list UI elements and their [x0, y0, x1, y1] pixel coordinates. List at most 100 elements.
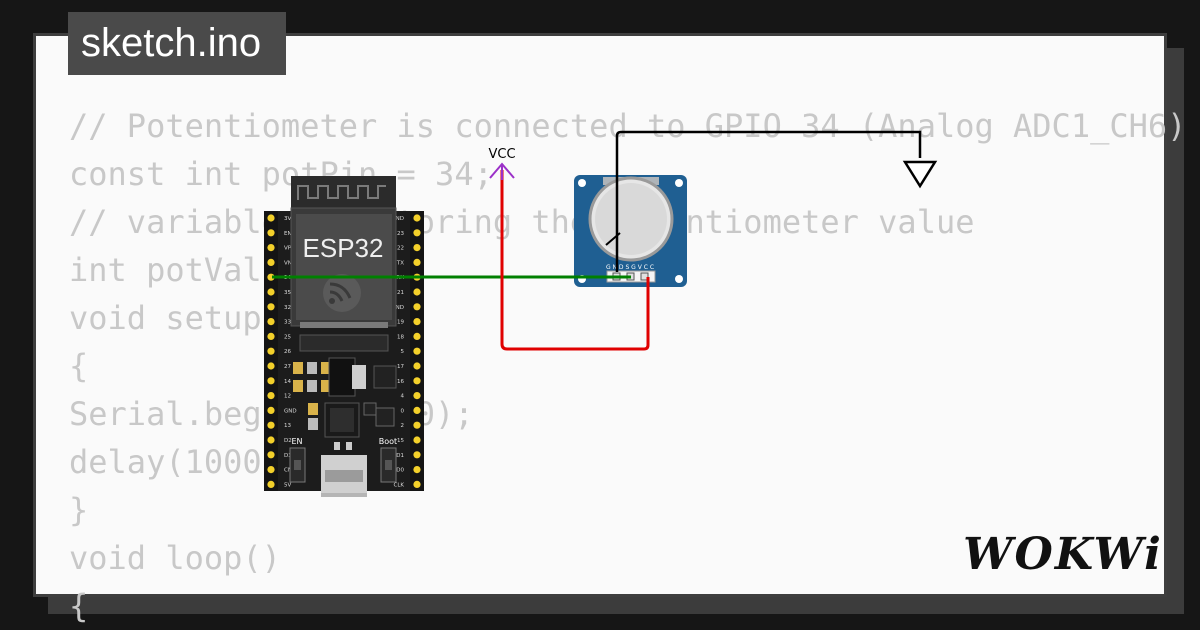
right-pin-label: TX: [396, 260, 404, 266]
vcc-label: VCC: [488, 147, 515, 162]
left-pin-label: 12: [284, 394, 291, 400]
right-pin-label: 17: [397, 364, 404, 370]
right-pin[interactable]: [413, 318, 421, 326]
left-pin[interactable]: [267, 332, 275, 340]
left-pin-label: 25: [284, 334, 291, 340]
espressif-logo: [323, 274, 361, 312]
right-pin[interactable]: [413, 451, 421, 459]
left-pin[interactable]: [267, 229, 275, 237]
right-pin-label: 15: [397, 438, 404, 444]
left-pin-label: 14: [284, 379, 291, 385]
left-pin-label: 35: [284, 290, 291, 296]
left-pin[interactable]: [267, 288, 275, 296]
left-pin-label: 3V3: [284, 216, 295, 222]
left-pin[interactable]: [267, 466, 275, 474]
right-pin-label: 22: [397, 246, 404, 252]
left-pin[interactable]: [267, 347, 275, 355]
right-pin-label: 0: [401, 408, 405, 414]
right-pin[interactable]: [413, 214, 421, 222]
left-pin[interactable]: [267, 480, 275, 488]
left-pin[interactable]: [267, 214, 275, 222]
right-pin-label: 21: [397, 290, 404, 296]
right-pin[interactable]: [413, 303, 421, 311]
right-pin-label: 19: [397, 320, 404, 326]
left-pin[interactable]: [267, 273, 275, 281]
wire-gnd[interactable]: [615, 130, 922, 272]
right-pin[interactable]: [413, 258, 421, 266]
right-pin[interactable]: [413, 392, 421, 400]
code-line: const int potPin = 34;: [69, 155, 493, 193]
right-pin-label: GND: [391, 305, 404, 311]
boot-label: Boot: [379, 437, 397, 446]
board-components: [293, 357, 397, 450]
esp32-board[interactable]: 3V3ENVPVN343532332526271412GND13D2D3CMD5…: [264, 176, 424, 497]
left-pin-label: VN: [284, 260, 292, 266]
left-pin[interactable]: [267, 303, 275, 311]
usb-connector: [321, 455, 367, 497]
left-pin[interactable]: [267, 258, 275, 266]
en-label: EN: [291, 437, 302, 446]
right-pin[interactable]: [413, 377, 421, 385]
right-pin-label: D1: [396, 453, 404, 459]
right-pin-label: 16: [397, 379, 404, 385]
code-line: void loop(): [69, 539, 281, 577]
vcc-symbol-icon: [489, 162, 515, 180]
left-pin-label: 33: [284, 320, 291, 326]
right-pin[interactable]: [413, 421, 421, 429]
file-tab-label: sketch.ino: [81, 21, 262, 65]
right-pin[interactable]: [413, 229, 421, 237]
right-pin[interactable]: [413, 480, 421, 488]
left-pin-label: 5V: [284, 482, 291, 488]
left-pin[interactable]: [267, 421, 275, 429]
left-pin[interactable]: [267, 318, 275, 326]
en-button[interactable]: [289, 447, 306, 483]
code-line: {: [69, 347, 89, 385]
right-pin[interactable]: [413, 466, 421, 474]
code-line: delay(1000);: [69, 443, 301, 481]
wire-vcc[interactable]: [500, 170, 650, 351]
left-pin-label: D2: [284, 438, 292, 444]
right-pin-label: 18: [397, 334, 404, 340]
left-pin-label: 27: [284, 364, 291, 370]
right-pin-label: 23: [397, 231, 404, 237]
right-pin-label: GND: [391, 216, 404, 222]
left-pin[interactable]: [267, 392, 275, 400]
right-pin-label: D0: [396, 468, 404, 474]
left-pin[interactable]: [267, 451, 275, 459]
code-line: }: [69, 491, 89, 529]
left-pin-label: EN: [284, 231, 292, 237]
right-pin[interactable]: [413, 244, 421, 252]
left-pin[interactable]: [267, 244, 275, 252]
right-pin[interactable]: [413, 347, 421, 355]
right-pin-label: 2: [401, 423, 405, 429]
castellation-pads: [299, 322, 389, 352]
right-pin[interactable]: [413, 332, 421, 340]
left-pin-label: GND: [284, 408, 297, 414]
esp32-label: ESP32: [303, 233, 384, 263]
left-pin[interactable]: [267, 362, 275, 370]
left-pin[interactable]: [267, 406, 275, 414]
right-pin-label: 4: [401, 394, 405, 400]
left-pin[interactable]: [267, 377, 275, 385]
right-pin[interactable]: [413, 362, 421, 370]
left-pin-label: 26: [284, 349, 291, 355]
left-pin-label: VP: [284, 246, 292, 252]
gnd-symbol-icon: [902, 160, 938, 189]
right-pin-label: CLK: [393, 482, 404, 488]
code-line: {: [69, 587, 89, 625]
right-pin[interactable]: [413, 406, 421, 414]
right-pin[interactable]: [413, 436, 421, 444]
wokwi-logo: WOKWi: [963, 529, 1163, 580]
file-tab[interactable]: sketch.ino: [68, 12, 286, 75]
pot-pin-labels: G N D S G V C C: [606, 264, 654, 271]
potentiometer[interactable]: G N D S G V C C: [574, 175, 687, 287]
left-pin[interactable]: [267, 436, 275, 444]
right-pin-label: 5: [401, 349, 405, 355]
right-pin[interactable]: [413, 288, 421, 296]
left-pin-label: 13: [284, 423, 291, 429]
boot-button[interactable]: [380, 447, 397, 483]
code-line: // Potentiometer is connected to GPIO 34…: [69, 107, 1187, 145]
left-pin-label: 32: [284, 305, 291, 311]
wifi-module: ESP32: [290, 176, 397, 352]
